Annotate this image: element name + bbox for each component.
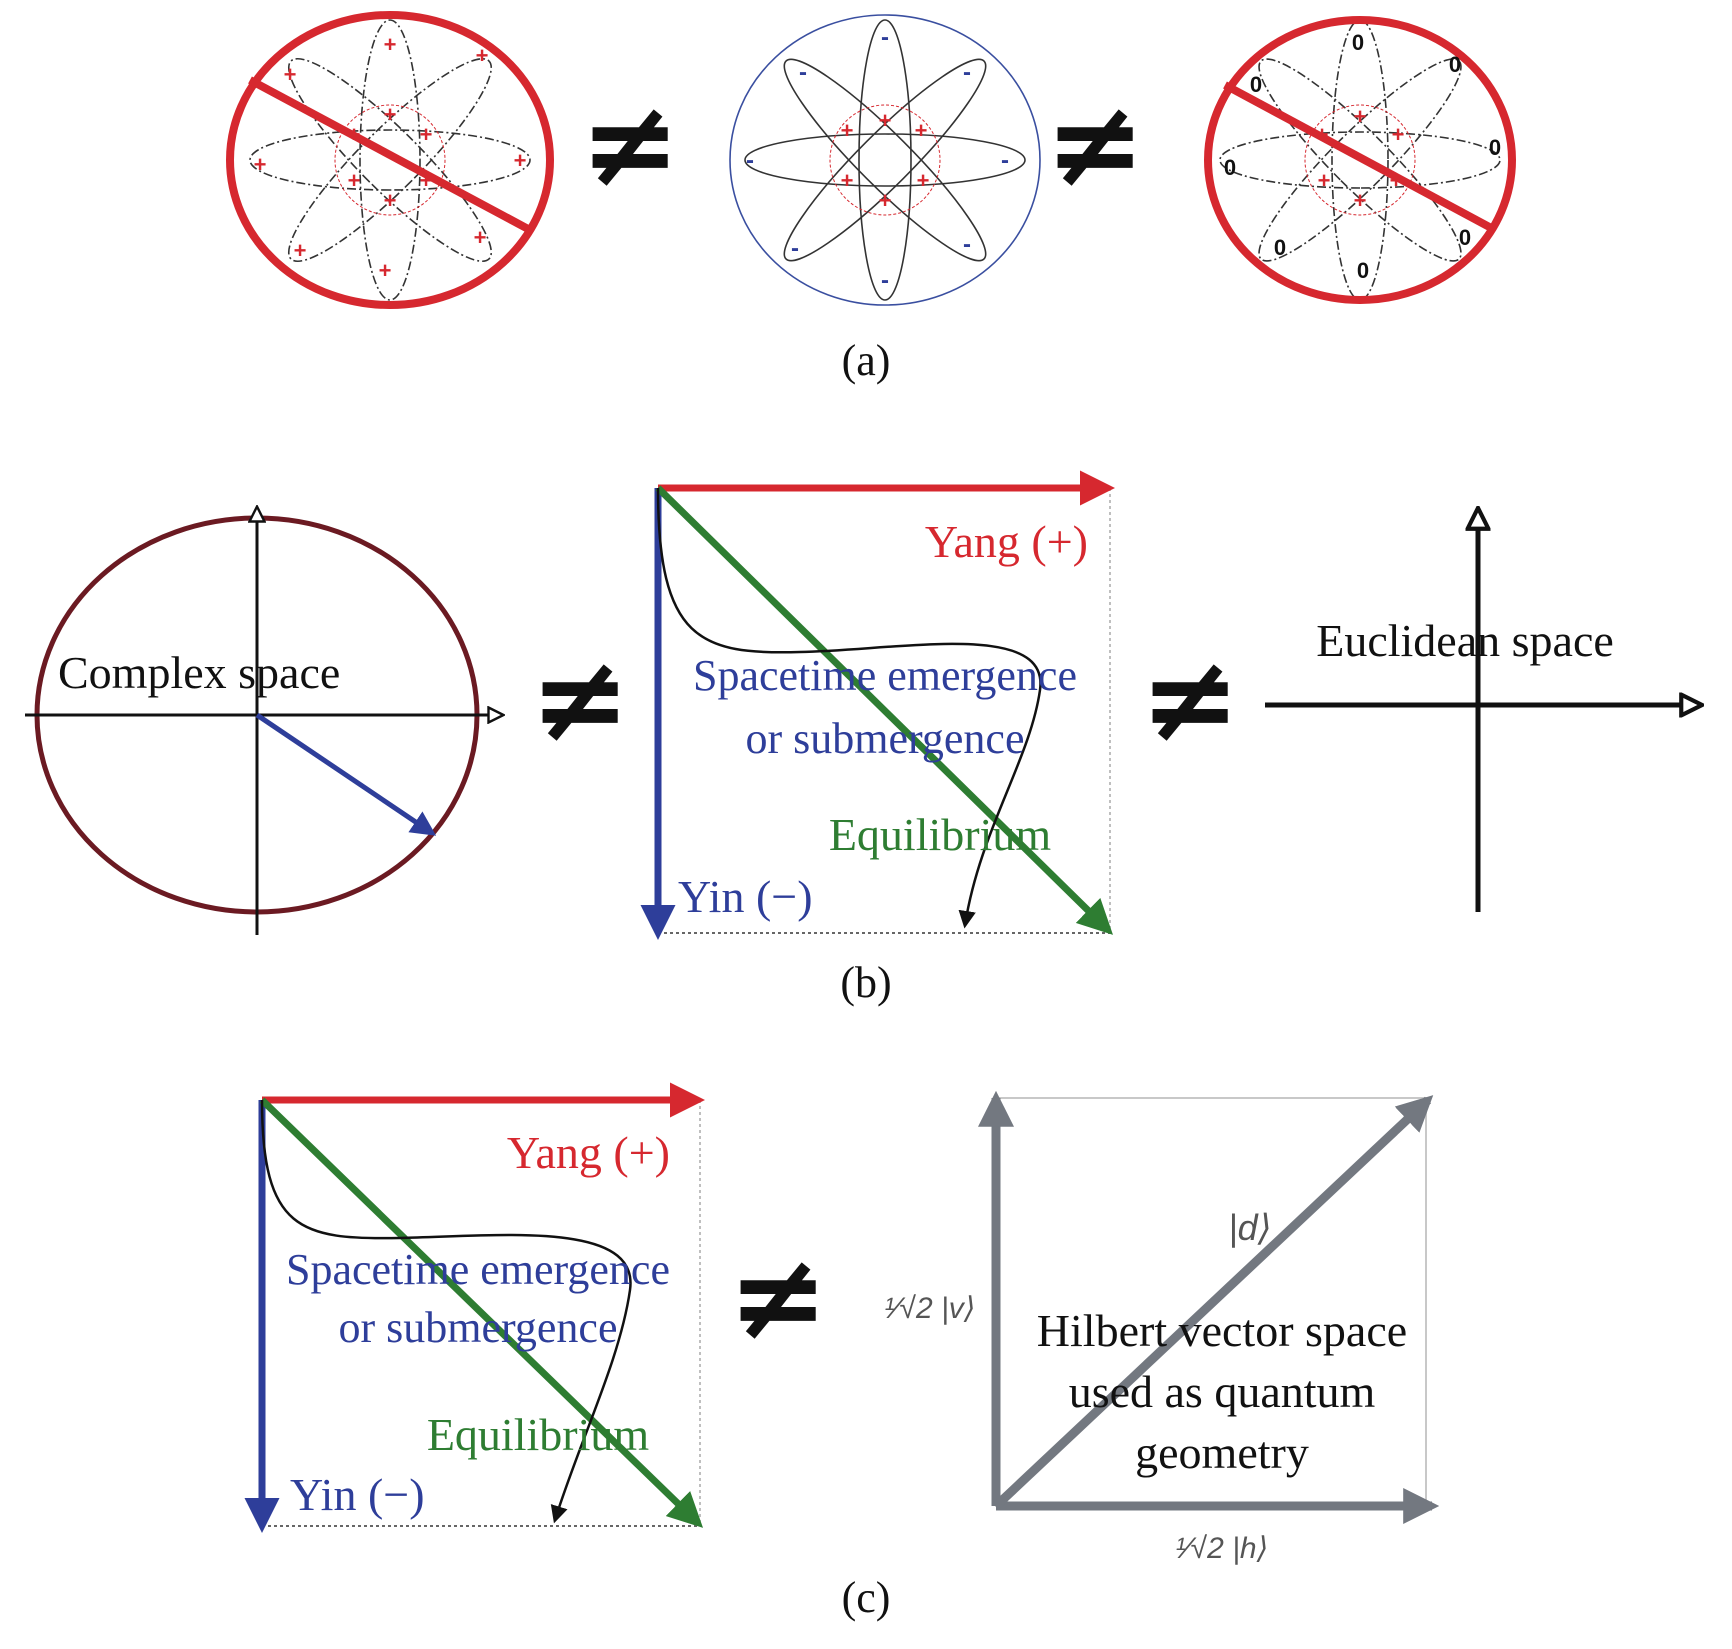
charge-minus: - — [799, 59, 807, 86]
inner-charge-plus: + — [917, 168, 930, 193]
charge-minus: - — [1001, 147, 1009, 174]
inner-charge-plus: + — [879, 108, 892, 133]
charge-plus: + — [294, 238, 307, 263]
inner-charge-plus: + — [841, 168, 854, 193]
inner-charge-plus: + — [841, 118, 854, 143]
not-equal-sign: ≠ — [728, 1228, 829, 1367]
charge-zero: 0 — [1352, 30, 1364, 55]
prohibit-circle — [226, 11, 554, 309]
charge-minus: - — [881, 267, 889, 294]
diagonal-state-vector — [992, 1095, 1434, 1510]
complex-space-label: Complex space — [58, 647, 340, 698]
not-equal-sign: ≠ — [1045, 75, 1146, 214]
emergence-label-line2: or submergence — [746, 714, 1025, 763]
inner-charge-plus: + — [384, 102, 397, 127]
ket-d-label: |d⟩ — [1228, 1207, 1271, 1248]
inner-charge-plus: + — [420, 122, 433, 147]
euclidean-space-label: Euclidean space — [1316, 615, 1614, 666]
emergence-curve — [656, 487, 1042, 929]
equilibrium-diagonal — [655, 485, 1113, 935]
inner-charge-plus: + — [1318, 168, 1331, 193]
atom-boundary — [729, 14, 1041, 306]
charge-minus: - — [963, 231, 971, 258]
inner-charge-plus: + — [348, 122, 361, 147]
inner-charge-plus: + — [1390, 168, 1403, 193]
charge-plus: + — [254, 152, 267, 177]
hilbert-label-line3: geometry — [1135, 1427, 1309, 1478]
charge-minus: - — [791, 235, 799, 262]
charge-zero: 0 — [1459, 225, 1471, 250]
charge-plus: + — [284, 62, 297, 87]
charge-minus: - — [963, 59, 971, 86]
inner-charge-plus: + — [1316, 122, 1329, 147]
inner-charge-plus: + — [384, 188, 397, 213]
inner-charge-plus: + — [1392, 122, 1405, 147]
yang-label: Yang (+) — [507, 1127, 670, 1178]
emergence-label-line1: Spacetime emergence — [693, 651, 1077, 700]
panel-a: + + + + + + + + + + + + + + ≠ — [226, 11, 1516, 385]
charge-plus: + — [379, 258, 392, 283]
ket-v-label: ¹⁄√2 |v⟩ — [885, 1292, 976, 1325]
charge-plus: + — [476, 43, 489, 68]
charge-minus: - — [746, 147, 754, 174]
charge-plus: + — [474, 225, 487, 250]
not-equal-sign: ≠ — [1140, 630, 1241, 769]
equilibrium-label: Equilibrium — [427, 1409, 650, 1460]
yang-label: Yang (+) — [925, 516, 1088, 567]
charge-minus: - — [881, 24, 889, 51]
inner-charge-plus: + — [420, 168, 433, 193]
charge-zero: 0 — [1357, 258, 1369, 283]
equilibrium-diagonal — [259, 1097, 704, 1528]
atom-neutral-crossed: 0 0 0 0 0 0 0 0 + + + + + + — [1204, 16, 1516, 304]
emergence-label-line2: or submergence — [339, 1303, 618, 1352]
inner-charge-plus: + — [879, 188, 892, 213]
caption-a: (a) — [842, 336, 891, 385]
prohibit-slash — [1223, 81, 1497, 234]
inner-charge-plus: + — [1354, 104, 1367, 129]
not-equal-sign: ≠ — [530, 630, 631, 769]
charge-plus: + — [514, 148, 527, 173]
prohibit-slash — [248, 76, 532, 234]
caption-c: (c) — [842, 1573, 891, 1622]
charge-plus: + — [384, 32, 397, 57]
caption-b: (b) — [840, 958, 891, 1007]
inner-charge-plus: + — [915, 118, 928, 143]
atom-positive-crossed: + + + + + + + + + + + + + + — [226, 11, 554, 309]
equilibrium-label: Equilibrium — [829, 809, 1052, 860]
complex-space-diagram: Complex space — [25, 508, 502, 935]
charge-zero: 0 — [1224, 155, 1236, 180]
charge-zero: 0 — [1250, 72, 1262, 97]
yin-label: Yin (−) — [290, 1469, 425, 1520]
inner-charge-plus: + — [348, 168, 361, 193]
panel-c: Yang (+) Spacetime emergence or submerge… — [244, 1082, 1440, 1622]
ket-h-label: ¹⁄√2 |h⟩ — [1176, 1532, 1269, 1565]
panel-b: Complex space ≠ Yang (+) Spacetime emerg… — [25, 470, 1700, 1007]
euclidean-space-diagram: Euclidean space — [1265, 510, 1700, 912]
charge-zero: 0 — [1489, 135, 1501, 160]
charge-zero: 0 — [1274, 235, 1286, 260]
yin-label: Yin (−) — [678, 871, 813, 922]
hilbert-space-diagram: |d⟩ ¹⁄√2 |v⟩ ¹⁄√2 |h⟩ Hilbert vector spa… — [885, 1090, 1440, 1565]
emergence-label-line1: Spacetime emergence — [286, 1245, 670, 1294]
charge-zero: 0 — [1449, 52, 1461, 77]
phasor-vector — [255, 712, 437, 836]
yin-yang-diagram: Yang (+) Spacetime emergence or submerge… — [640, 470, 1115, 940]
atom-negative: - - - - - - - - + + + + + + — [729, 14, 1041, 306]
inner-charge-plus: + — [1354, 188, 1367, 213]
not-equal-sign: ≠ — [580, 75, 681, 214]
prohibit-circle — [1204, 16, 1516, 304]
hilbert-label-line2: used as quantum — [1069, 1366, 1376, 1417]
hilbert-label-line1: Hilbert vector space — [1037, 1305, 1407, 1356]
yin-yang-diagram: Yang (+) Spacetime emergence or submerge… — [244, 1082, 705, 1533]
emergence-curve — [260, 1099, 632, 1524]
